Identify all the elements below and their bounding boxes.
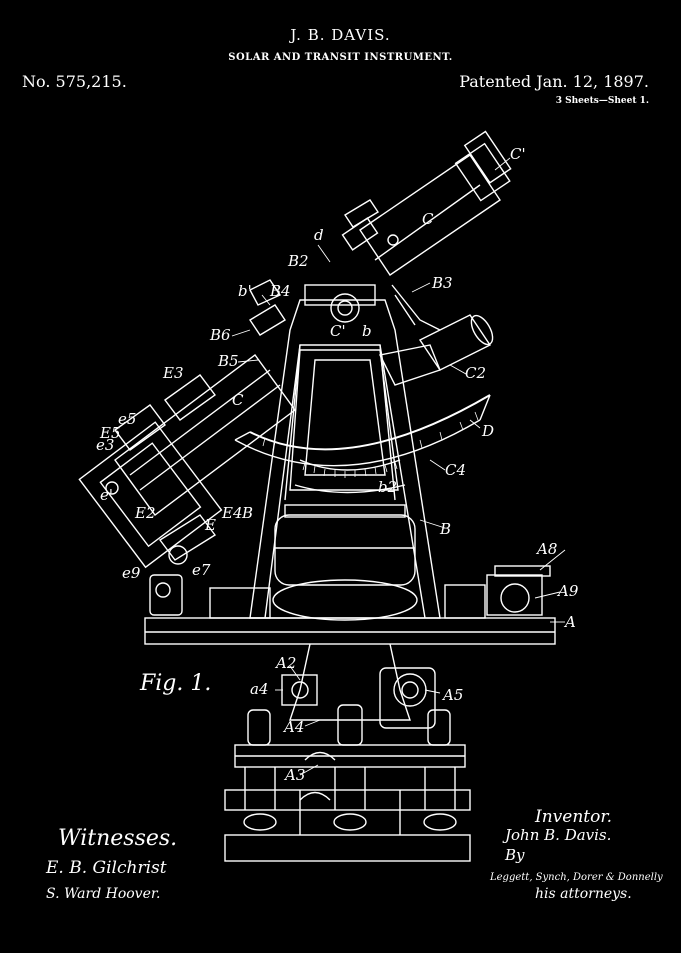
label-e5: E5 — [99, 424, 121, 442]
solar-telescope — [114, 354, 296, 516]
by-text: By — [504, 846, 525, 864]
label-a3: A3 — [283, 766, 305, 784]
label-c: C — [422, 210, 434, 228]
label-b2-small: b2 — [378, 478, 397, 496]
label-b4: B4 — [269, 282, 291, 300]
label-e: E — [204, 516, 216, 534]
witnesses-heading: Witnesses. — [58, 826, 177, 851]
standard-frame — [249, 299, 441, 619]
sheet-number: 3 Sheets—Sheet 1. — [555, 96, 649, 106]
label-a8: A8 — [535, 540, 557, 558]
label-c1: C' — [510, 145, 526, 163]
label-b5: B5 — [217, 352, 239, 370]
label-a5: A5 — [441, 686, 463, 704]
patent-date: Patented Jan. 12, 1897. — [459, 72, 649, 91]
label-a2: A2 — [274, 654, 296, 672]
label-e3: E3 — [162, 364, 184, 382]
witness-signature-1: E. B. Gilchrist — [45, 858, 167, 878]
base-plate — [144, 617, 556, 645]
label-e7: e7 — [192, 561, 211, 579]
tripod-plate — [224, 834, 471, 862]
patent-title: SOLAR AND TRANSIT INSTRUMENT. — [228, 52, 453, 63]
label-e5-small: e5 — [118, 410, 136, 428]
label-c-left: C — [232, 391, 244, 409]
leveling-screws — [243, 704, 457, 835]
label-a4-small: a4 — [250, 680, 269, 698]
label-b3: B3 — [431, 274, 453, 292]
patent-number: No. 575,215. — [22, 72, 127, 91]
label-b6: B6 — [209, 326, 231, 344]
pedestal — [289, 643, 411, 721]
label-e2: E2 — [134, 504, 156, 522]
label-a4: A4 — [282, 718, 304, 736]
label-d-small: d — [314, 226, 324, 244]
label-b-mid: B — [241, 504, 253, 522]
attorneys-signature: Leggett, Synch, Dorer & Donnelly — [489, 872, 663, 883]
label-a: A — [563, 613, 576, 631]
inventor-signature: John B. Davis. — [502, 826, 611, 844]
patent-inventor-name: J. B. DAVIS. — [290, 26, 391, 44]
label-b-right: B — [439, 520, 451, 538]
label-e4: E4 — [221, 504, 243, 522]
inventor-heading: Inventor. — [534, 807, 612, 827]
label-b-small: b — [362, 322, 372, 340]
label-d: D — [481, 422, 494, 440]
label-c1-mid: C' — [330, 322, 346, 340]
label-b2: B2 — [287, 252, 309, 270]
label-e3-small: e3 — [96, 436, 114, 454]
label-b1: b' — [238, 282, 252, 300]
witness-signature-2: S. Ward Hoover. — [46, 886, 160, 902]
label-e9: e9 — [122, 564, 141, 582]
label-c4: C4 — [445, 461, 466, 479]
figure-caption: Fig. 1. — [139, 671, 211, 696]
attorneys-label: his attorneys. — [535, 886, 632, 902]
label-c2: C2 — [465, 364, 486, 382]
main-telescope — [359, 154, 501, 276]
label-a9: A9 — [556, 582, 579, 600]
instrument-drawing — [78, 130, 566, 862]
label-e1: e' — [100, 486, 113, 504]
